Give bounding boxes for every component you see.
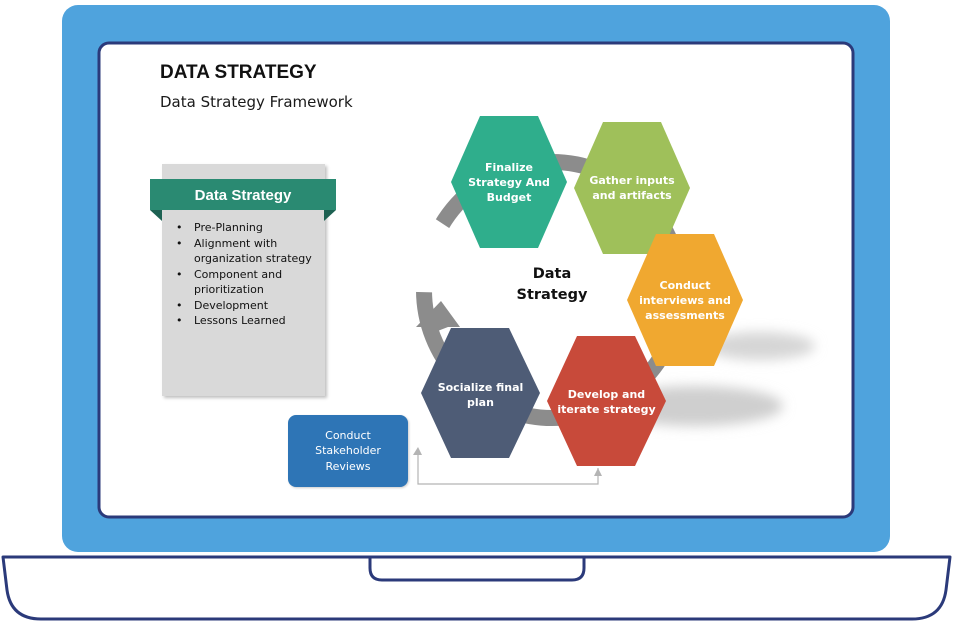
panel-header-ribbon bbox=[150, 179, 336, 221]
review-connector bbox=[417, 455, 599, 485]
hex-label-finalize: Finalize Strategy And Budget bbox=[468, 160, 550, 204]
review-connector-arrow bbox=[594, 468, 602, 476]
hex-conduct-interviews bbox=[627, 234, 743, 366]
panel-item-component: Component and prioritization bbox=[176, 267, 326, 298]
panel-item-lessons-learned: Lessons Learned bbox=[176, 313, 326, 329]
hex-gather bbox=[574, 122, 690, 254]
panel-header: Data Strategy bbox=[194, 187, 292, 204]
panel-list: Pre-Planning Alignment with organization… bbox=[176, 220, 326, 329]
slide-title: DATA STRATEGY bbox=[160, 62, 317, 83]
slide: DATA STRATEGY Data Strategy Framework Da… bbox=[100, 44, 852, 516]
hex-label-conduct: Conduct interviews and assessments bbox=[639, 278, 731, 322]
cycle-center-label: Data Strategy bbox=[516, 266, 588, 303]
hex-shadow bbox=[705, 332, 815, 360]
hex-label-gather: Gather inputs and artifacts bbox=[589, 174, 675, 202]
slide-subtitle: Data Strategy Framework bbox=[160, 93, 353, 111]
hex-label-socialize: Socialize final plan bbox=[437, 381, 524, 409]
hex-finalize bbox=[451, 116, 567, 248]
cycle-diagram bbox=[403, 116, 815, 485]
panel-item-development: Development bbox=[176, 298, 326, 314]
hex-label-develop: Develop and iterate strategy bbox=[557, 388, 656, 416]
hex-develop bbox=[547, 336, 666, 466]
stakeholder-review-box: Conduct Stakeholder Reviews bbox=[288, 415, 408, 487]
laptop-trackpad-notch bbox=[368, 557, 586, 582]
panel-item-alignment: Alignment with organization strategy bbox=[176, 236, 326, 267]
laptop-base bbox=[1, 555, 952, 621]
review-connector-arrow bbox=[413, 447, 422, 455]
panel-item-pre-planning: Pre-Planning bbox=[176, 220, 326, 236]
hex-socialize bbox=[421, 328, 540, 458]
cycle-arrow-head bbox=[416, 301, 460, 332]
